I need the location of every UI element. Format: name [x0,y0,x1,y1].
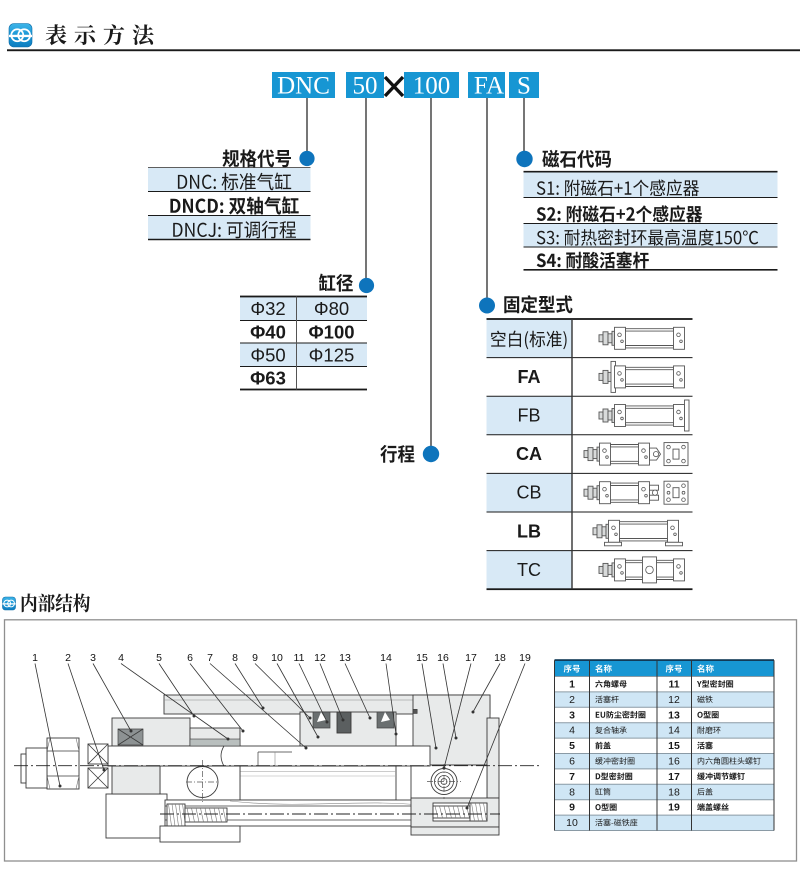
svg-text:Φ50: Φ50 [250,344,285,365]
svg-text:FA: FA [517,367,540,387]
svg-text:7: 7 [207,652,213,664]
svg-text:TC: TC [517,560,541,580]
svg-text:12: 12 [314,652,326,664]
svg-text:17: 17 [465,652,477,664]
svg-text:9: 9 [569,802,575,814]
svg-text:Φ80: Φ80 [314,298,349,319]
svg-text:4: 4 [118,652,124,664]
svg-text:13: 13 [339,652,351,664]
svg-text:DNC: DNC [277,73,330,100]
svg-text:CB: CB [516,483,541,503]
svg-text:5: 5 [156,652,162,664]
svg-text:3: 3 [569,709,575,721]
svg-text:50: 50 [353,73,378,100]
svg-text:S: S [517,73,531,100]
svg-text:18: 18 [494,652,506,664]
svg-text:11: 11 [294,652,305,664]
svg-text:100: 100 [413,73,451,100]
svg-text:3: 3 [90,652,96,664]
svg-text:19: 19 [519,652,531,664]
svg-text:Φ32: Φ32 [250,298,285,319]
svg-text:18: 18 [668,786,680,798]
svg-text:CA: CA [516,444,542,464]
svg-text:19: 19 [668,802,680,814]
svg-text:16: 16 [668,756,680,768]
svg-text:15: 15 [416,652,428,664]
svg-text:10: 10 [566,817,578,829]
svg-text:FB: FB [517,406,540,426]
svg-text:15: 15 [668,740,680,752]
svg-text:10: 10 [271,652,283,664]
svg-text:14: 14 [668,725,680,737]
svg-text:9: 9 [252,652,258,664]
svg-text:Φ40: Φ40 [250,321,286,342]
svg-text:16: 16 [437,652,449,664]
svg-text:7: 7 [569,771,575,783]
svg-text:LB: LB [517,521,541,541]
svg-text:1: 1 [32,652,38,664]
svg-text:8: 8 [232,652,238,664]
svg-text:2: 2 [569,694,575,706]
svg-text:17: 17 [668,771,680,783]
svg-text:8: 8 [569,786,575,798]
svg-text:11: 11 [668,679,679,691]
svg-text:1: 1 [569,679,575,691]
svg-text:Φ100: Φ100 [308,321,354,342]
svg-text:4: 4 [569,725,575,737]
svg-text:13: 13 [668,709,680,721]
svg-text:Φ63: Φ63 [250,368,286,389]
svg-text:FA: FA [474,73,504,100]
svg-text:2: 2 [65,652,71,664]
svg-text:6: 6 [187,652,193,664]
svg-text:6: 6 [569,756,575,768]
svg-text:5: 5 [569,740,575,752]
svg-text:12: 12 [668,694,680,706]
svg-text:Φ125: Φ125 [309,344,355,365]
svg-text:14: 14 [380,652,392,664]
